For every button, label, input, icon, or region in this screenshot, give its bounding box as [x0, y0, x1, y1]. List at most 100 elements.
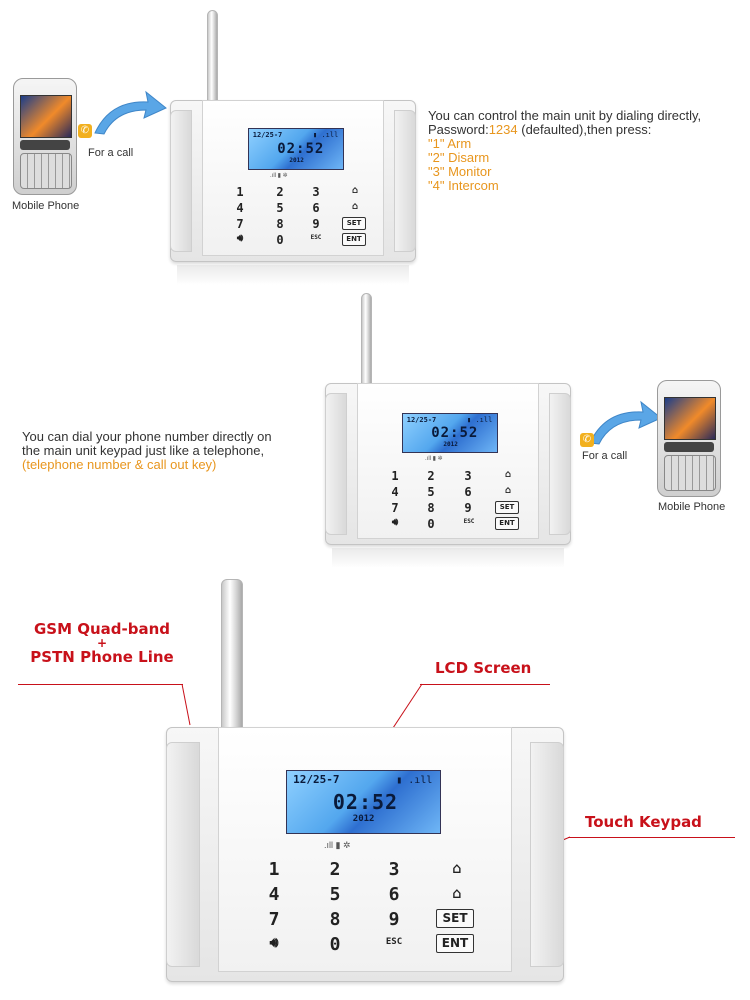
mobile-phone-label: Mobile Phone [658, 501, 726, 513]
ent-button[interactable]: ENT [495, 517, 519, 530]
gsm-label-line1: GSM Quad-band [33, 620, 171, 638]
key-7[interactable]: 7 [391, 501, 399, 515]
key-0[interactable]: 0 [276, 233, 284, 247]
speaker-key-icon[interactable]: 🔊︎ [269, 935, 279, 951]
key-2[interactable]: 2 [329, 859, 341, 880]
key-3[interactable]: 3 [464, 469, 472, 483]
phone-keyboard [20, 152, 72, 190]
gsm-label-line2: PSTN Phone Line [30, 648, 174, 666]
section2-line1: You can dial your phone number directly … [22, 429, 272, 444]
key-6[interactable]: 6 [464, 485, 472, 499]
key-1[interactable]: 1 [236, 185, 244, 199]
key-1[interactable]: 1 [268, 859, 280, 880]
lcd-year: 2012 [289, 157, 304, 164]
phone-keyboard [664, 454, 716, 492]
arm-key-icon[interactable]: ⌂ [504, 469, 512, 480]
key-4[interactable]: 4 [391, 485, 399, 499]
unit-wing-left [166, 742, 200, 967]
key-9[interactable]: 9 [388, 909, 400, 930]
gsm-underline [18, 684, 183, 685]
unit-wing-right [549, 392, 571, 536]
arrow-icon [94, 90, 167, 135]
status-icons: .ıll ▮ ✲ [270, 173, 288, 179]
antenna [361, 293, 372, 390]
alarm-unit-2: 12/25-7 ▮ .ıll 02:52 2012 .ıll ▮ ✲ 1 2 3… [325, 293, 571, 568]
touch-keypad-label: Touch Keypad [585, 813, 702, 831]
key-3[interactable]: 3 [388, 859, 400, 880]
lcd-date: 12/25-7 [293, 773, 340, 787]
unit-panel [217, 727, 513, 972]
signal-icon: ▮ .ıll [313, 131, 339, 140]
key-4[interactable]: 4 [236, 201, 244, 215]
key-8[interactable]: 8 [276, 217, 284, 231]
key-3[interactable]: 3 [312, 185, 320, 199]
unit-reflection [177, 265, 409, 285]
esc-key[interactable]: ESC [385, 937, 403, 947]
unit-wing-left [325, 392, 347, 536]
for-a-call-label: For a call [88, 147, 134, 159]
signal-icon: ▮ .ıll [396, 774, 433, 786]
key-0[interactable]: 0 [329, 934, 341, 955]
disarm-key-icon[interactable]: ⌂ [351, 201, 359, 212]
arm-key-icon[interactable]: ⌂ [351, 185, 359, 196]
lcd-year: 2012 [352, 814, 375, 825]
option-intercom: "4" Intercom [428, 178, 499, 193]
key-0[interactable]: 0 [427, 517, 435, 531]
arm-key-icon[interactable]: ⌂ [452, 859, 462, 877]
password-value: 1234 [488, 122, 518, 137]
section1-line2: Password:1234 (defaulted),then press: [428, 123, 701, 137]
key-6[interactable]: 6 [312, 201, 320, 215]
section2-text: You can dial your phone number directly … [22, 430, 272, 472]
speaker-key-icon[interactable]: 🔊︎ [391, 517, 399, 528]
mobile-phone-image [13, 78, 77, 195]
lcd-screen: 12/25-7 ▮ .ıll 02:52 2012 [402, 413, 498, 453]
lcd-date: 12/25-7 [406, 415, 437, 424]
key-1[interactable]: 1 [391, 469, 399, 483]
alarm-unit-1: 12/25-7 ▮ .ıll 02:52 2012 .ıll ▮ ✲ 1 2 3… [170, 10, 416, 285]
lcd-screen: 12/25-7 ▮ .ıll 02:52 2012 [248, 128, 344, 170]
key-8[interactable]: 8 [427, 501, 435, 515]
set-button[interactable]: SET [342, 217, 366, 230]
disarm-key-icon[interactable]: ⌂ [452, 884, 462, 902]
set-button[interactable]: SET [495, 501, 519, 514]
option-disarm: "2" Disarm [428, 150, 490, 165]
ent-button[interactable]: ENT [342, 233, 366, 246]
antenna [207, 10, 218, 107]
lcd-time: 02:52 [431, 425, 479, 442]
key-7[interactable]: 7 [268, 909, 280, 930]
key-5[interactable]: 5 [427, 485, 435, 499]
key-5[interactable]: 5 [329, 884, 341, 905]
alarm-unit-3: 12/25-7 ▮ .ıll 02:52 2012 .ıll ▮ ✲ 1 2 3… [166, 579, 564, 982]
key-4[interactable]: 4 [268, 884, 280, 905]
key-6[interactable]: 6 [388, 884, 400, 905]
esc-key[interactable]: ESC [463, 518, 475, 525]
key-8[interactable]: 8 [329, 909, 341, 930]
speaker-key-icon[interactable]: 🔊︎ [236, 233, 244, 244]
gsm-label-plus: + [96, 636, 108, 650]
phone-screen [20, 95, 72, 139]
disarm-key-icon[interactable]: ⌂ [504, 485, 512, 496]
lcd-time: 02:52 [277, 141, 325, 157]
password-prefix: Password: [428, 122, 489, 137]
lcd-date: 12/25-7 [252, 130, 283, 139]
key-5[interactable]: 5 [276, 201, 284, 215]
phone-nav [20, 139, 70, 151]
for-a-call-label: For a call [582, 450, 628, 462]
section2-line2: the main unit keypad just like a telepho… [22, 443, 265, 458]
section1-text: You can control the main unit by dialing… [428, 109, 701, 193]
option-arm: "1" Arm [428, 136, 472, 151]
ent-button[interactable]: ENT [436, 934, 474, 953]
password-suffix: (defaulted),then press: [517, 122, 652, 137]
gsm-label: GSM Quad-band + PSTN Phone Line [12, 620, 192, 666]
key-9[interactable]: 9 [464, 501, 472, 515]
key-9[interactable]: 9 [312, 217, 320, 231]
key-2[interactable]: 2 [276, 185, 284, 199]
key-7[interactable]: 7 [236, 217, 244, 231]
lcd-underline [420, 684, 550, 685]
status-icons: .ıll ▮ ✲ [425, 456, 443, 462]
option-monitor: "3" Monitor [428, 164, 492, 179]
esc-key[interactable]: ESC [310, 234, 322, 241]
phone-nav [664, 441, 714, 453]
key-2[interactable]: 2 [427, 469, 435, 483]
set-button[interactable]: SET [436, 909, 474, 928]
